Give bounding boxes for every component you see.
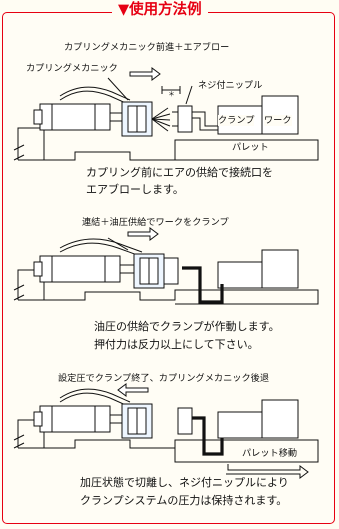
step2-clamp-block	[217, 261, 267, 289]
step2-oil-line	[182, 266, 224, 304]
step3-description-line1: 加圧状態で切離し、ネジ付ニップルにより	[80, 476, 289, 489]
step1-description-line2: エアブローします。	[86, 183, 184, 196]
step3-nipple	[177, 407, 193, 435]
header: ▼使用方法例	[0, 0, 339, 22]
step2-nipple	[163, 257, 179, 285]
label-pallet: パレット	[232, 142, 269, 153]
step2-description-line1: 油圧の供給でクランプが作動します。	[94, 320, 280, 333]
step3-work	[261, 399, 299, 439]
step1-pallet	[174, 139, 319, 161]
step2-description-line2: 押付力は反力以上にして下さい。	[94, 338, 259, 351]
label-clamp: クランプ	[218, 115, 255, 126]
step1-nipple	[177, 105, 193, 133]
step2-caption: 連結＋油圧供給でワークをクランプ	[82, 217, 229, 228]
label-work: ワーク	[264, 115, 292, 126]
step3-description-line2: クランプシステムの圧力は保持されます。	[80, 494, 288, 507]
step1-caption: カプリングメカニック前進＋エアブロー	[64, 42, 230, 53]
section-title: ▼使用方法例	[112, 0, 208, 20]
step2-work	[261, 249, 299, 289]
label-pallet-move: パレット移動	[242, 448, 298, 459]
step3-pallet	[174, 439, 319, 463]
step1-description-line1: カプリング前にエアの供給で接続口を	[86, 166, 273, 179]
step3-caption: 設定圧でクランプ終了、カプリングメカニック後退	[58, 373, 270, 384]
step3-clamp-block	[217, 411, 267, 439]
label-threaded-nipple: ネジ付ニップル	[198, 80, 263, 91]
label-coupling-mechanic: カプリングメカニック	[26, 63, 118, 74]
svg-text:＊: ＊	[168, 90, 175, 98]
step3-cylinder	[39, 405, 111, 433]
step3-oil-line	[192, 416, 224, 456]
step2-cylinder	[39, 255, 121, 283]
